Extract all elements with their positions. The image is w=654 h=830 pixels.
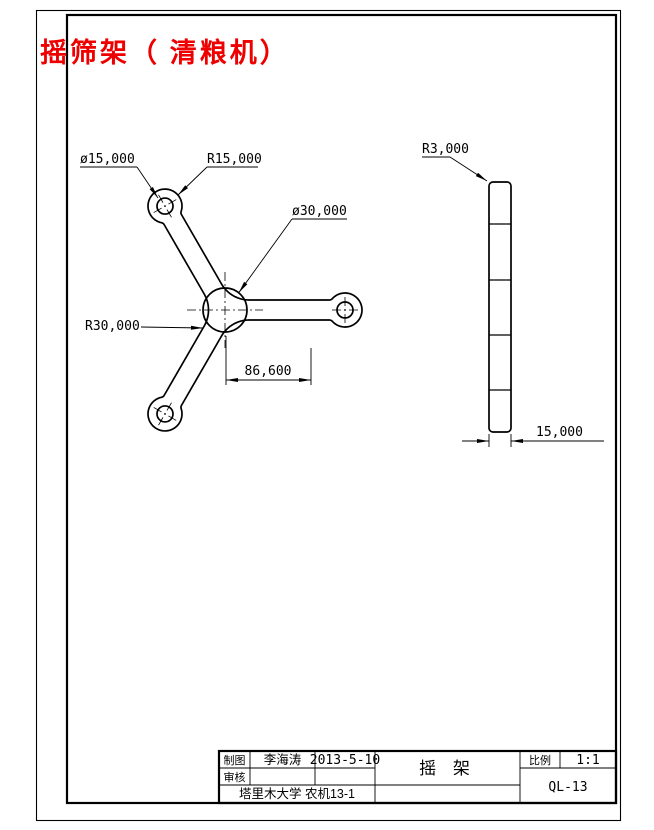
- dimension-arrowhead: [299, 378, 311, 382]
- dimension-arrowhead: [226, 378, 238, 382]
- title-block-border: [217, 749, 618, 805]
- unit-class: 塔里木大学 农机13-1: [239, 786, 355, 801]
- dimension-arrowhead: [190, 325, 203, 330]
- front-view-geometry: [80, 156, 604, 447]
- boss-centerline: [153, 199, 177, 213]
- dim-label-r30: R30,000: [85, 319, 140, 334]
- dim-label-r3: R3,000: [422, 142, 469, 157]
- dimension-arrowhead: [511, 439, 523, 443]
- dimension-arrowhead: [238, 281, 248, 293]
- dim-label-width: 86,600: [245, 364, 292, 379]
- side-view: R3,000 15,000: [422, 142, 583, 440]
- drawing-title: 摇筛架（ 清粮机）: [40, 37, 290, 68]
- boss-centerline: [153, 407, 177, 421]
- title-block: 制图 李海涛 2013-5-10 审核 摇 架 比例 1:1 塔里木大学 农机1…: [217, 749, 618, 805]
- dimension-arrowhead: [477, 439, 489, 443]
- dimension-line: [238, 218, 293, 294]
- dim-label-dia15: ø15,000: [80, 152, 135, 167]
- scale-value: 1:1: [576, 753, 599, 768]
- drawn-by-value: 李海涛: [264, 752, 302, 767]
- part-name: 摇 架: [419, 759, 476, 778]
- boss-hole: [156, 197, 174, 215]
- side-view-outline: [488, 181, 512, 433]
- part-outline: [147, 188, 363, 432]
- dimension-arrowhead: [178, 185, 189, 195]
- scale-label: 比例: [529, 753, 551, 767]
- boss-hole: [156, 405, 174, 423]
- dimension-arrowhead: [475, 172, 487, 181]
- dim-label-dia30: ø30,000: [292, 204, 347, 219]
- front-view-dimensions: ø15,000 R15,000 ø30,000 R30,000 86,600: [80, 152, 347, 379]
- page-border-outer: [35, 9, 622, 822]
- drawn-by-label: 制图: [224, 754, 246, 767]
- dimension-arrowhead: [149, 186, 158, 198]
- checked-by-label: 审核: [224, 770, 246, 784]
- drawing-number: QL-13: [548, 780, 587, 795]
- dim-label-r15: R15,000: [207, 152, 262, 167]
- drawing-date: 2013-5-10: [310, 753, 380, 768]
- dim-label-thickness: 15,000: [536, 425, 583, 440]
